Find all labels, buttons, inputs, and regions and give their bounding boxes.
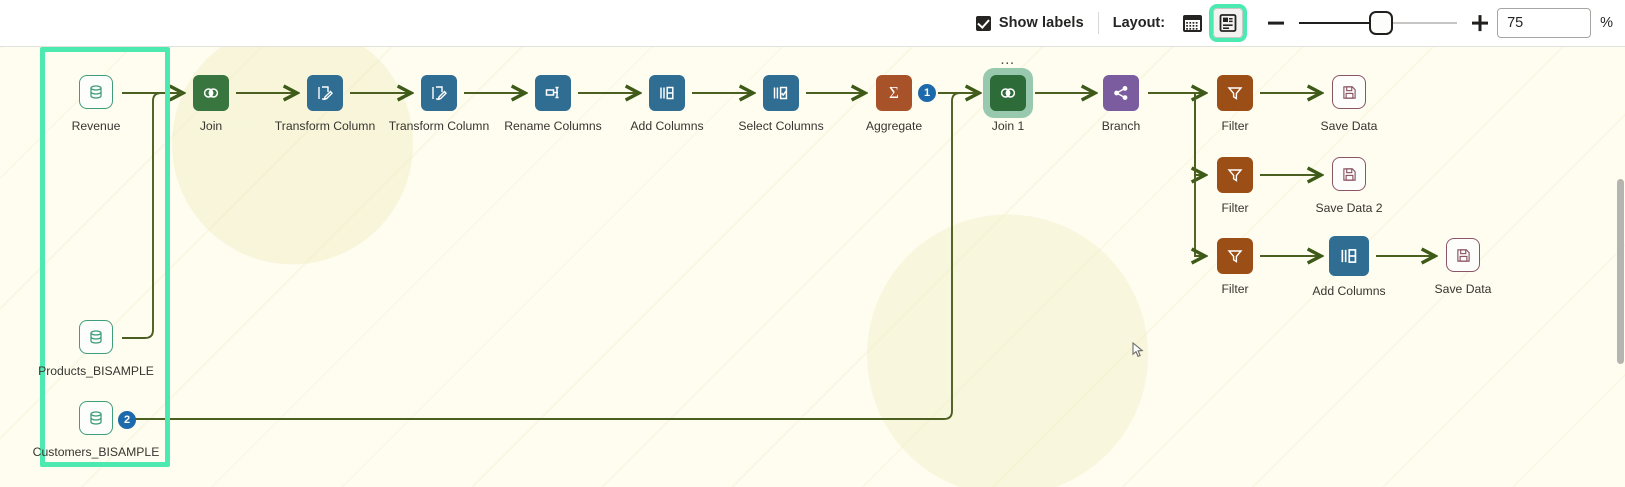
node-label: Branch: [1101, 119, 1141, 133]
node-revenue[interactable]: Revenue: [72, 75, 120, 133]
node-filter-1[interactable]: Filter: [1217, 75, 1253, 133]
database-icon[interactable]: [79, 75, 113, 109]
node-save-data-2[interactable]: Save Data 2: [1315, 157, 1383, 215]
node-save-data-3[interactable]: Save Data: [1435, 238, 1491, 296]
node-label: Customers_BISAMPLE: [32, 445, 160, 459]
node-label: Aggregate: [865, 119, 923, 133]
node-add-columns-1[interactable]: Add Columns: [630, 75, 704, 133]
toolbar-divider: [1097, 12, 1099, 34]
node-filter-3[interactable]: Filter: [1217, 238, 1253, 296]
pipeline-canvas[interactable]: Revenue Products_BISAMPLE 2 Customers_BI…: [0, 47, 1625, 487]
node-badge-count: 1: [918, 84, 936, 102]
node-label: Add Columns: [1312, 284, 1386, 298]
edit-column-icon[interactable]: [421, 75, 457, 111]
node-label: Save Data 2: [1315, 201, 1383, 215]
join-icon[interactable]: [193, 75, 229, 111]
zoom-in-button[interactable]: [1463, 6, 1497, 40]
node-label: Save Data: [1320, 119, 1378, 133]
slider-track-filled: [1299, 21, 1380, 25]
layout-label: Layout:: [1112, 15, 1166, 31]
node-label: Filter: [1221, 201, 1249, 215]
database-icon[interactable]: 2: [79, 401, 136, 435]
list-layout-icon[interactable]: [1209, 4, 1248, 42]
checkbox-check-icon[interactable]: [975, 15, 991, 31]
node-label: Select Columns: [738, 119, 824, 133]
node-join-1[interactable]: … Join 1: [983, 52, 1033, 133]
canvas-toolbar: Show labels Layout:: [0, 0, 1625, 47]
node-select-columns[interactable]: Select Columns: [738, 75, 824, 133]
add-columns-icon[interactable]: [1329, 236, 1369, 276]
node-badge-count: 2: [118, 411, 136, 429]
minus-icon: [1268, 21, 1285, 25]
node-label: Save Data: [1434, 282, 1492, 296]
edit-column-icon[interactable]: [307, 75, 343, 111]
grid-layout-glyph: [1182, 14, 1202, 32]
node-label: Add Columns: [630, 119, 704, 133]
zoom-out-button[interactable]: [1259, 6, 1293, 40]
canvas-vertical-scrollbar[interactable]: [1617, 179, 1624, 364]
funnel-icon[interactable]: [1217, 157, 1253, 193]
node-label: Filter: [1221, 282, 1249, 296]
node-customers-bisample[interactable]: 2 Customers_BISAMPLE: [33, 401, 159, 459]
node-transform-column-2[interactable]: Transform Column: [389, 75, 489, 133]
sigma-icon[interactable]: Σ 1: [876, 75, 936, 111]
node-label: Transform Column: [274, 119, 376, 133]
grid-layout-icon[interactable]: [1177, 8, 1207, 38]
slider-thumb[interactable]: [1368, 11, 1393, 35]
funnel-icon[interactable]: [1217, 238, 1253, 274]
plus-icon: [1472, 15, 1489, 32]
show-labels-checkbox[interactable]: Show labels: [975, 15, 1084, 31]
join-icon[interactable]: [990, 75, 1026, 111]
database-icon[interactable]: [79, 320, 113, 354]
node-join[interactable]: Join: [193, 75, 229, 133]
node-label: Join 1: [991, 119, 1025, 133]
save-icon[interactable]: [1446, 238, 1480, 272]
branch-icon[interactable]: [1103, 75, 1139, 111]
node-label: Rename Columns: [504, 119, 602, 133]
zoom-slider[interactable]: [1299, 6, 1458, 40]
zoom-controls: %: [1259, 6, 1617, 40]
pointer-cursor-icon: [1132, 341, 1148, 358]
list-layout-glyph: [1219, 14, 1237, 32]
node-transform-column-1[interactable]: Transform Column: [275, 75, 375, 133]
node-filter-2[interactable]: Filter: [1217, 157, 1253, 215]
zoom-unit-label: %: [1600, 15, 1613, 31]
pipeline-edges: [122, 47, 1625, 420]
save-icon[interactable]: [1332, 157, 1366, 191]
node-products-bisample[interactable]: Products_BISAMPLE: [38, 320, 154, 378]
show-labels-label: Show labels: [998, 15, 1084, 31]
zoom-input[interactable]: [1497, 8, 1592, 38]
add-columns-icon[interactable]: [649, 75, 685, 111]
node-rename-columns[interactable]: Rename Columns: [504, 75, 602, 133]
node-label: Products_BISAMPLE: [38, 364, 154, 378]
rename-columns-icon[interactable]: [535, 75, 571, 111]
node-label: Transform Column: [388, 119, 490, 133]
node-add-columns-2[interactable]: Add Columns: [1312, 236, 1386, 298]
node-branch[interactable]: Branch: [1102, 75, 1140, 133]
node-more-options-icon[interactable]: …: [999, 51, 1017, 68]
node-label: Join: [199, 119, 223, 133]
node-label: Filter: [1221, 119, 1249, 133]
node-save-data-1[interactable]: Save Data: [1321, 75, 1377, 133]
save-icon[interactable]: [1332, 75, 1366, 109]
node-label: Revenue: [71, 119, 121, 133]
funnel-icon[interactable]: [1217, 75, 1253, 111]
select-columns-icon[interactable]: [763, 75, 799, 111]
node-aggregate[interactable]: Σ 1 Aggregate: [866, 75, 936, 133]
